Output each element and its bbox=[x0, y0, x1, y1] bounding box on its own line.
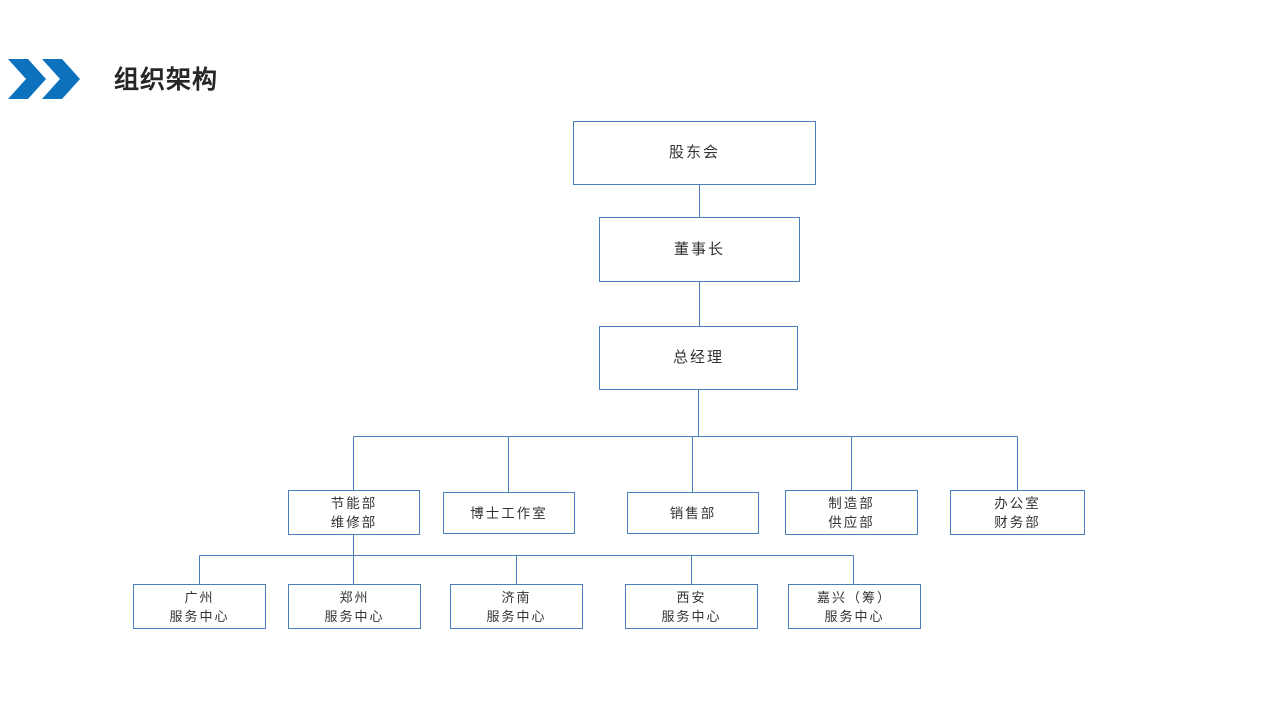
org-node-doctoral-workstation[interactable]: 博士工作室 bbox=[443, 492, 575, 534]
org-node-label-line2: 财务部 bbox=[994, 514, 1041, 530]
org-node-label-line1: 西安 bbox=[676, 589, 707, 605]
org-node-label-line2: 服务中心 bbox=[661, 608, 722, 624]
org-node-label-line1: 广州 bbox=[184, 589, 215, 605]
org-node-manufacturing-supply-dept[interactable]: 制造部 供应部 bbox=[785, 490, 918, 535]
org-node-office-finance-dept[interactable]: 办公室 财务部 bbox=[950, 490, 1085, 535]
org-node-zhengzhou-service-center[interactable]: 郑州 服务中心 bbox=[288, 584, 421, 629]
org-node-xian-service-center[interactable]: 西安 服务中心 bbox=[625, 584, 758, 629]
org-node-label-line2: 供应部 bbox=[828, 514, 875, 530]
org-node-label-line1: 销售部 bbox=[669, 505, 717, 521]
org-node-chairman[interactable]: 董事长 bbox=[599, 217, 800, 282]
slide-header: 组织架构 bbox=[0, 0, 1280, 120]
org-node-label-line1: 博士工作室 bbox=[470, 505, 548, 521]
org-node-label-line2: 服务中心 bbox=[324, 608, 385, 624]
org-node-general-manager[interactable]: 总经理 bbox=[599, 326, 798, 390]
org-node-label: 股东会 bbox=[668, 144, 720, 161]
org-node-guangzhou-service-center[interactable]: 广州 服务中心 bbox=[133, 584, 266, 629]
org-node-label-line2: 服务中心 bbox=[824, 608, 885, 624]
chevron-right-icon-2 bbox=[42, 59, 80, 99]
double-chevron-right-icon bbox=[8, 59, 80, 99]
org-node-label: 董事长 bbox=[673, 240, 725, 258]
org-node-label-line1: 郑州 bbox=[339, 589, 370, 605]
org-node-label-line2: 服务中心 bbox=[169, 608, 230, 624]
org-node-label-line2: 维修部 bbox=[330, 514, 378, 530]
org-node-jinan-service-center[interactable]: 济南 服务中心 bbox=[450, 584, 583, 629]
org-node-label-line1: 制造部 bbox=[828, 495, 875, 511]
org-node-label-line2: 服务中心 bbox=[486, 608, 547, 624]
page-title: 组织架构 bbox=[114, 66, 219, 94]
org-node-label: 总经理 bbox=[672, 349, 724, 366]
org-node-shareholders[interactable]: 股东会 bbox=[573, 121, 816, 185]
org-node-jiaxing-service-center[interactable]: 嘉兴（筹） 服务中心 bbox=[788, 584, 921, 629]
org-node-sales-dept[interactable]: 销售部 bbox=[627, 492, 759, 534]
org-node-label-line1: 济南 bbox=[501, 589, 532, 605]
chevron-right-icon-1 bbox=[8, 59, 46, 99]
org-node-label-line1: 节能部 bbox=[330, 495, 378, 511]
org-node-label-line1: 办公室 bbox=[994, 495, 1041, 511]
org-node-energy-maintenance-dept[interactable]: 节能部 维修部 bbox=[288, 490, 420, 535]
org-node-label-line1: 嘉兴（筹） bbox=[816, 589, 892, 605]
